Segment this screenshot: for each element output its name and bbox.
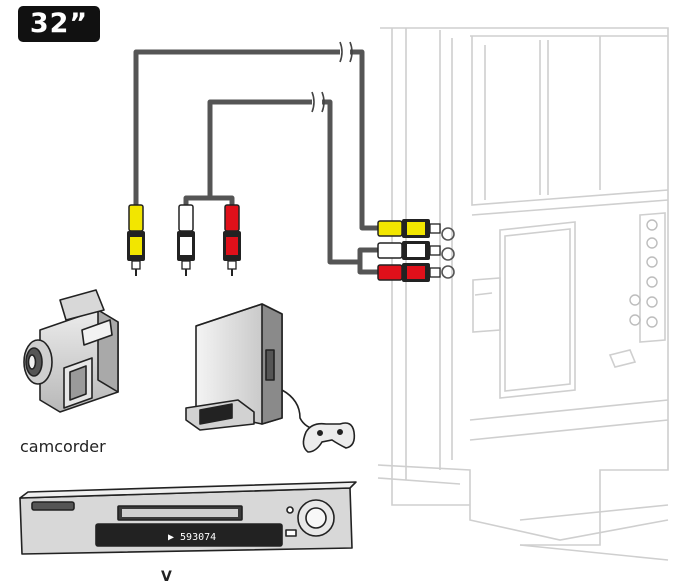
video-cable [133, 49, 380, 231]
vcr-caption: V [161, 569, 172, 585]
tv-rear-panel [377, 27, 669, 561]
tv-rear-jacks [629, 219, 658, 328]
video-cable-break [339, 41, 353, 63]
audio-plug-red [223, 204, 241, 276]
audio-cable-break [311, 91, 325, 113]
audio-cable [183, 99, 380, 275]
vcr-display-readout: ▶ 593074 [168, 532, 216, 543]
tv-plug-white [377, 241, 441, 260]
tv-plug-red [377, 263, 441, 282]
video-plug-yellow [127, 204, 145, 276]
camcorder-caption: camcorder [20, 437, 106, 456]
gamepad-icon [281, 389, 356, 453]
audio-plug-white [177, 204, 195, 276]
vcr-icon [19, 481, 357, 555]
screen-size-badge: 32” [18, 6, 100, 42]
game-console-icon [185, 303, 283, 431]
camcorder-icon [23, 289, 119, 413]
tv-side-jacks [441, 227, 455, 279]
tv-plug-yellow [377, 219, 441, 238]
